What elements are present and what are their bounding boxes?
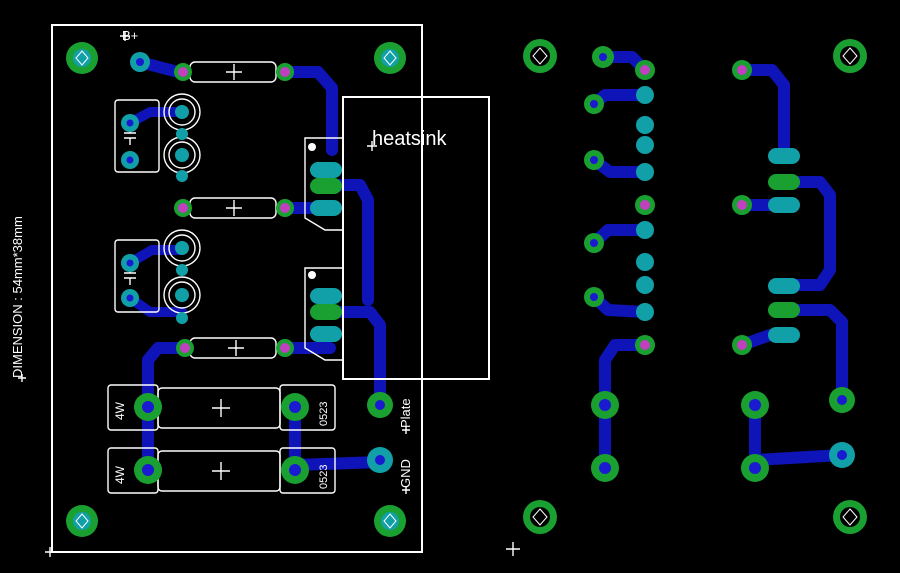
left-board-silkscreen [18, 24, 520, 557]
right-board-traces [588, 51, 848, 474]
res-power-label: 4W [113, 401, 127, 420]
transistor-outline [304, 137, 344, 231]
heatsink-label: heatsink [372, 128, 447, 150]
plate-label: Plate [398, 398, 413, 428]
gnd-label: GND [398, 459, 413, 488]
transistor-outline [304, 267, 344, 361]
right-board-pads [523, 39, 867, 534]
left-board-pads [66, 42, 406, 537]
res-code-label: 0523 [318, 402, 330, 426]
dimension-label: DIMENSION : 54mm*38mm [10, 216, 25, 378]
left-board-labels: B+ heatsink DIMENSION : 54mm*38mm Plate … [10, 28, 447, 489]
capacitor-outline [114, 99, 160, 173]
board-outline [51, 24, 423, 553]
res-code-label: 0523 [318, 465, 330, 489]
res-power-label: 4W [113, 465, 127, 484]
heatsink-outline [342, 96, 490, 380]
bplus-label: B+ [122, 28, 138, 43]
capacitor-outline [114, 239, 160, 313]
